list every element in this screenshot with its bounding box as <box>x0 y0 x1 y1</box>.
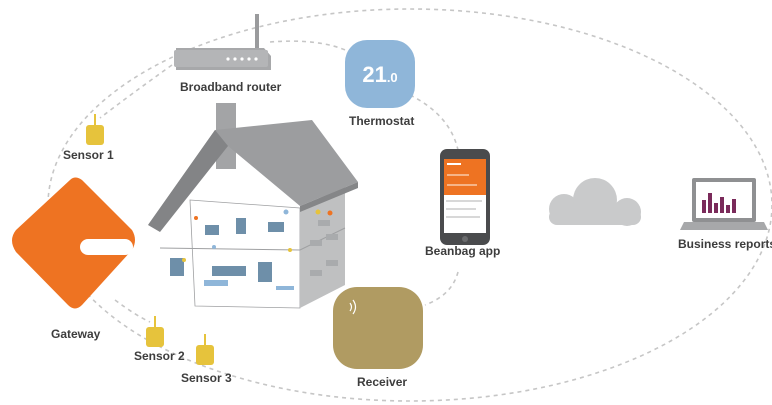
receiver-label: Receiver <box>357 375 408 389</box>
router-icon <box>174 14 271 70</box>
sensor-1-label: Sensor 1 <box>63 148 114 162</box>
router-sensor1-link <box>99 64 173 119</box>
sensor-1-icon <box>86 114 104 145</box>
receiver-icon <box>333 287 423 369</box>
thermostat-label: Thermostat <box>349 114 415 128</box>
router-label: Broadband router <box>180 80 282 94</box>
thermostat-display-value: 21 <box>362 62 386 87</box>
thermostat-app-link <box>409 94 459 151</box>
reports-label: Business reports <box>678 237 772 251</box>
thermostat-display: 21.0 <box>362 62 397 87</box>
app-receiver-link <box>424 271 459 306</box>
gateway-label: Gateway <box>51 327 101 341</box>
thermostat-icon: 21.0 <box>345 40 415 108</box>
router-thermostat-link <box>269 40 351 53</box>
sensor-2-label: Sensor 2 <box>134 349 185 363</box>
sensor-3-icon <box>196 334 214 365</box>
thermostat-display-decimal: .0 <box>387 70 398 85</box>
cloud-icon <box>549 178 641 226</box>
smartphone-icon <box>440 149 490 245</box>
house-icon <box>148 103 358 309</box>
connection-lines <box>47 8 772 402</box>
gateway-icon <box>12 177 135 309</box>
gateway-sensor2-link <box>114 299 151 323</box>
sensor-2-icon <box>146 316 164 347</box>
sensor-3-label: Sensor 3 <box>181 371 232 385</box>
app-label: Beanbag app <box>425 244 501 258</box>
laptop-icon <box>680 178 768 230</box>
